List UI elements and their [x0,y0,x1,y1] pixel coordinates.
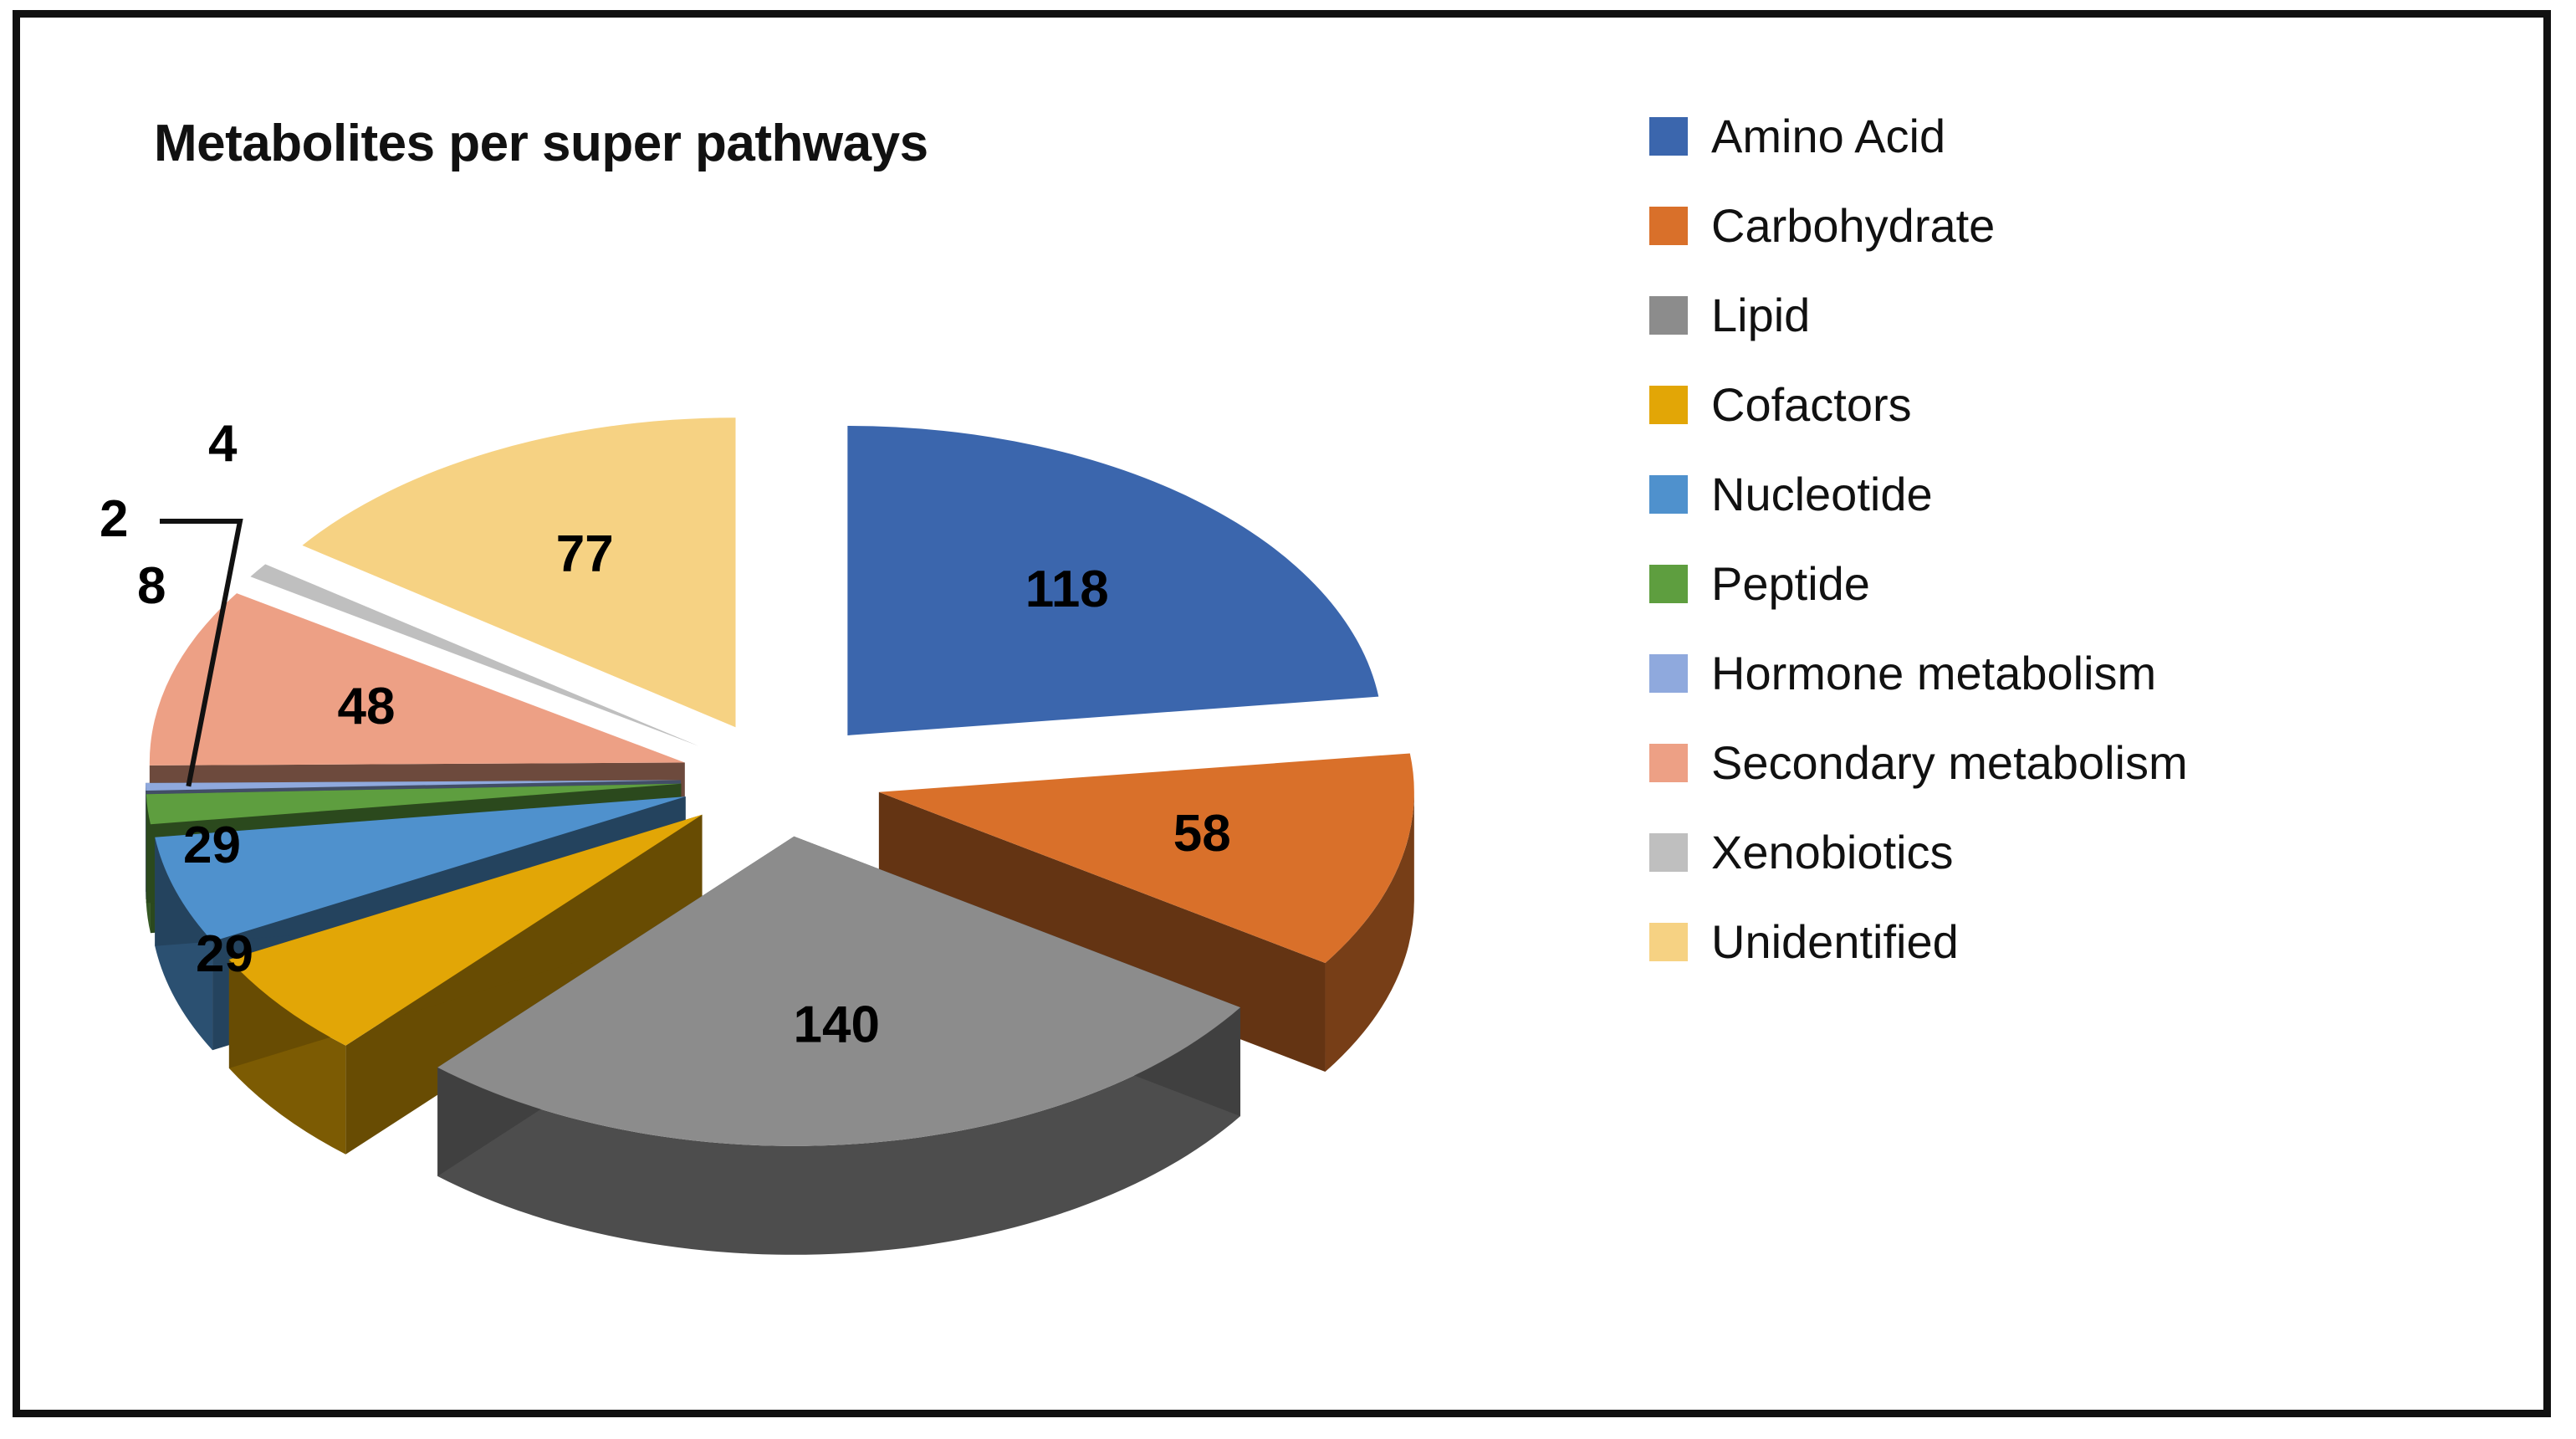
legend-item-label: Lipid [1711,288,1811,341]
legend-swatch-icon [1649,295,1688,335]
pie-slice-secondary-metabolism[interactable] [149,593,685,766]
legend-item-label: Hormone metabolism [1711,646,2157,699]
slice-value-label: 48 [338,678,396,735]
legend-swatch-icon [1649,832,1688,872]
leader-line [160,519,243,787]
pie-slice-outer-wall [1325,791,1414,1073]
legend-item-label: Xenobiotics [1711,825,1954,878]
pie-value-labels-group: 118 58 140 29 29 82 48 4 77 [100,415,1231,1053]
page-title: Metabolites per super pathways [154,115,928,172]
legend-swatch-icon [1649,653,1688,693]
pie-slice-carbohydrate[interactable] [878,753,1414,964]
legend-swatch-icon [1649,922,1688,961]
legend-item[interactable]: Nucleotide [1649,449,2536,539]
legend-item-label: Carbohydrate [1711,198,1996,252]
legend-swatch-icon [1649,385,1688,424]
pie-slice-nucleotide[interactable] [155,796,686,942]
legend-item[interactable]: Amino Acid [1649,91,2536,181]
pie-slice-amino-acid[interactable] [847,425,1379,735]
legend-item[interactable]: Hormone metabolism [1649,628,2536,718]
legend-item-label: Nucleotide [1711,467,1933,520]
legend-item-label: Secondary metabolism [1711,735,2188,789]
legend-item[interactable]: Lipid [1649,270,2536,360]
slice-value-label: 29 [196,925,253,983]
legend-item-label: Amino Acid [1711,109,1946,162]
legend-swatch-icon [1649,564,1688,603]
legend-item[interactable]: Cofactors [1649,360,2536,449]
legend-swatch-icon [1649,474,1688,514]
pie-slice-outer-wall [437,1007,1241,1255]
slice-value-label: 29 [183,817,241,874]
slice-value-label: 77 [556,525,614,583]
slice-value-label: 2 [100,490,128,548]
pie-chart-svg: 118 58 140 29 29 82 48 4 77 [100,415,1414,1255]
pie-slice-xenobiotics[interactable] [250,564,699,746]
slice-value-label: 58 [1173,805,1231,863]
legend-item[interactable]: Carbohydrate [1649,181,2536,270]
legend-swatch-icon [1649,206,1688,245]
legend-item-label: Cofactors [1711,377,1912,431]
legend-item[interactable]: Unidentified [1649,897,2536,986]
pie-slice-lipid[interactable] [437,836,1241,1146]
pie-slice-hormone-metabolism[interactable] [146,780,682,791]
chart-frame: Metabolites per super pathways 118 58 140 2… [13,10,2551,1417]
pie-slice-peptide[interactable] [146,783,682,825]
legend-swatch-icon [1649,743,1688,782]
slice-value-label: 140 [794,996,880,1053]
legend-swatch-icon [1649,116,1688,156]
pie-slice-cofactors[interactable] [228,814,703,1046]
pie-slices-group [146,417,1414,1255]
legend-item[interactable]: Xenobiotics [1649,807,2536,897]
pie-slice-unidentified[interactable] [302,417,736,728]
slice-value-label: 4 [208,415,238,473]
legend-item-label: Peptide [1711,556,1870,610]
legend-item[interactable]: Peptide [1649,539,2536,628]
slice-value-label: 118 [1025,561,1109,618]
legend-item[interactable]: Secondary metabolism [1649,718,2536,807]
legend-item-label: Unidentified [1711,914,1959,968]
slice-value-label: 8 [137,557,166,615]
